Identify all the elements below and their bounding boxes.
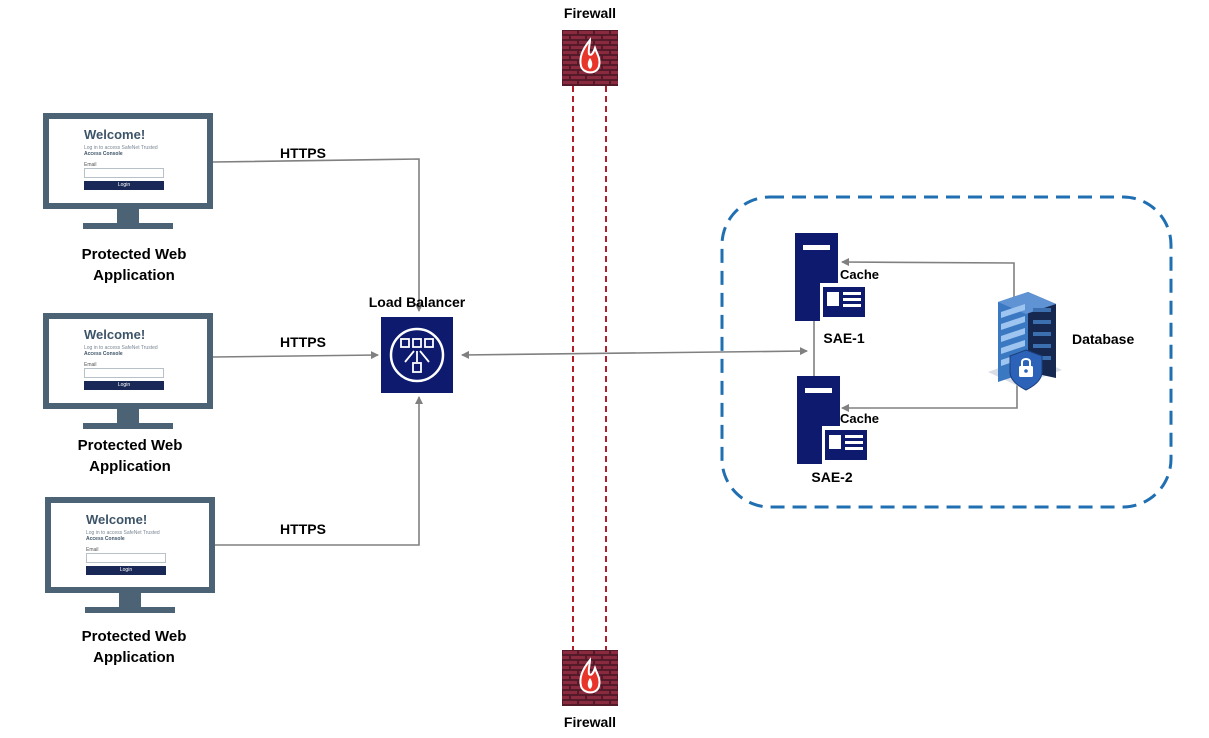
login-screen: Welcome! Log in to access SafeNet Truste… [76,323,186,399]
firewall-label-top: Firewall [563,5,617,21]
app-label: Protected Web Application [77,437,183,475]
server-label: SAE-1 [823,330,865,346]
firewall-icon [562,30,618,86]
cache-label: Cache [840,267,880,282]
https-connector [212,158,423,312]
welcome-heading: Welcome! [84,127,146,142]
app-label: Protected Web Application [81,246,187,284]
load-balancer-icon [381,317,453,393]
login-subtitle: Log in to access SafeNet Trusted [86,530,160,536]
server-label: SAE-2 [811,469,853,485]
email-label: Email [84,362,97,368]
server-icon [797,376,870,464]
login-subtitle-product: Access Console [84,151,123,157]
https-connector [215,396,423,546]
login-button[interactable]: Login [84,181,164,190]
https-connector [212,351,379,360]
login-screen: Welcome! Log in to access SafeNet Truste… [78,508,188,584]
database-icon [988,292,1062,391]
db-cache-connector [841,258,1015,300]
login-subtitle-product: Access Console [86,536,125,542]
db-cache-connector [841,380,1018,412]
email-field[interactable] [86,553,166,563]
email-field[interactable] [84,168,164,178]
login-subtitle: Log in to access SafeNet Trusted [84,145,158,151]
email-label: Email [86,547,99,553]
login-subtitle-product: Access Console [84,351,123,357]
server-icon [795,233,868,321]
server-zone-boundary [720,195,1173,509]
firewall-label-bottom: Firewall [563,714,617,730]
cache-label: Cache [840,411,880,426]
welcome-heading: Welcome! [84,327,146,342]
https-label: HTTPS [280,145,326,161]
email-field[interactable] [84,368,164,378]
https-label: HTTPS [280,521,326,537]
login-button[interactable]: Login [84,381,164,390]
login-screen: Welcome! Log in to access SafeNet Truste… [76,123,186,199]
lb-server-connector [461,347,808,359]
app-label: Protected Web Application [81,628,187,666]
login-subtitle: Log in to access SafeNet Trusted [84,345,158,351]
login-button[interactable]: Login [86,566,166,575]
database-label: Database [1072,331,1135,347]
welcome-heading: Welcome! [86,512,148,527]
https-label: HTTPS [280,334,326,350]
email-label: Email [84,162,97,168]
firewall-icon [562,650,618,706]
load-balancer-label: Load Balancer [368,294,466,310]
